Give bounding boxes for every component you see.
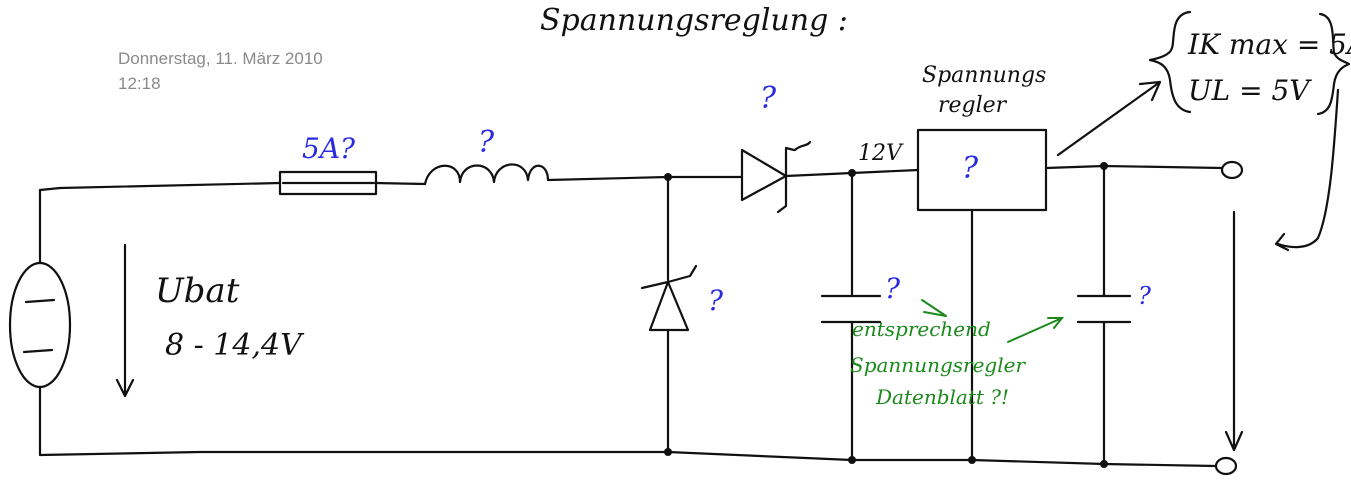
top-wire-5	[784, 171, 854, 178]
hint-line1: entsprechend	[852, 317, 991, 341]
diode-value-label: ?	[760, 81, 777, 116]
spec-current-label: IK max = 5A	[1187, 28, 1351, 61]
regulator-input-label: 12V	[858, 141, 904, 166]
top-wire-6	[850, 168, 920, 175]
spec-arrow	[1056, 80, 1162, 157]
output-voltage-arrow	[1224, 210, 1244, 452]
output-terminal-plus	[1220, 160, 1244, 180]
note-timestamp: Donnerstag, 11. März 2010 12:18	[118, 46, 323, 96]
top-wire-2	[374, 181, 427, 186]
note-time: 12:18	[118, 74, 161, 93]
top-wire-7	[1044, 164, 1224, 170]
top-wire-3	[546, 175, 670, 182]
regulator-label-line2: regler	[938, 93, 1008, 118]
fuse-value-label: 5A?	[302, 132, 356, 165]
hint-arrow-right	[1007, 317, 1065, 343]
inductor-value-label: ?	[478, 125, 495, 160]
top-wire-1	[38, 181, 282, 192]
note-date: Donnerstag, 11. März 2010	[118, 49, 323, 68]
output-terminal-minus	[1214, 456, 1238, 476]
hint-arrow-left	[921, 299, 947, 317]
fuse	[278, 170, 378, 196]
spec-return-arrow	[1274, 88, 1340, 252]
zener-value-label: ?	[708, 284, 724, 317]
regulator-value-label: ?	[962, 151, 979, 186]
inductor	[423, 163, 550, 186]
diagram-title: Spannungsreglung :	[540, 3, 848, 38]
hint-line2: Spannungsregler	[850, 353, 1026, 377]
series-diode	[740, 140, 812, 214]
battery-source	[8, 188, 72, 457]
hint-line3: Datenblatt ?!	[875, 385, 1009, 409]
spec-brace-left	[1148, 10, 1192, 114]
battery-range-label: 8 - 14,4V	[165, 328, 305, 363]
regulator-label-line1: Spannungs	[922, 63, 1046, 88]
voltage-regulator	[916, 128, 1048, 212]
capacitor-2	[1076, 164, 1132, 466]
bottom-wire	[38, 450, 1218, 468]
cap2-value-label: ?	[1138, 282, 1151, 310]
battery-voltage-arrow	[115, 243, 135, 398]
spec-voltage-label: UL = 5V	[1188, 74, 1312, 107]
zener-diode	[640, 175, 698, 454]
spec-brace-right	[1316, 12, 1351, 116]
cap1-value-label: ?	[885, 272, 901, 305]
battery-voltage-label: Ubat	[155, 271, 240, 311]
capacitor-1	[820, 171, 882, 462]
